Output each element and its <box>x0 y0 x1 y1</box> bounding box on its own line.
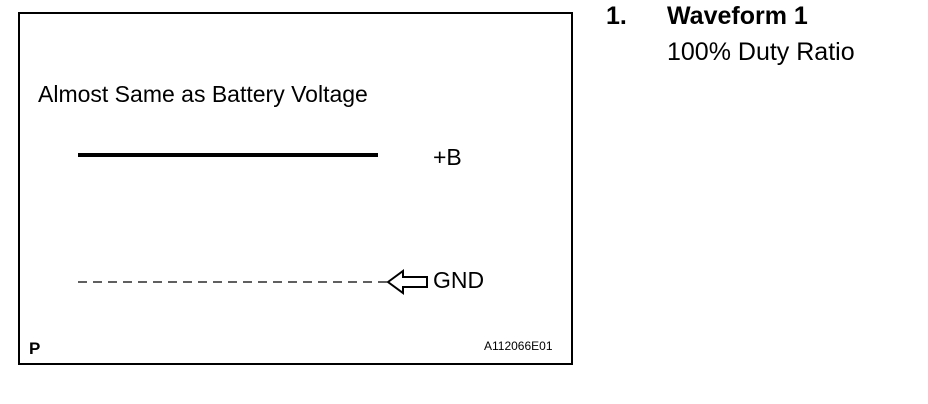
b-level-label: +B <box>433 144 462 170</box>
waveform-frame <box>18 12 573 365</box>
heading-subtitle: 100% Duty Ratio <box>667 38 855 66</box>
corner-mark: P <box>29 339 41 358</box>
figure-id: A112066E01 <box>484 339 553 353</box>
gnd-arrow-icon <box>386 269 428 295</box>
waveform-caption: Almost Same as Battery Voltage <box>38 81 368 107</box>
heading-title: Waveform 1 <box>667 2 808 30</box>
heading-number: 1. <box>606 2 627 30</box>
gnd-level-label: GND <box>433 267 485 293</box>
